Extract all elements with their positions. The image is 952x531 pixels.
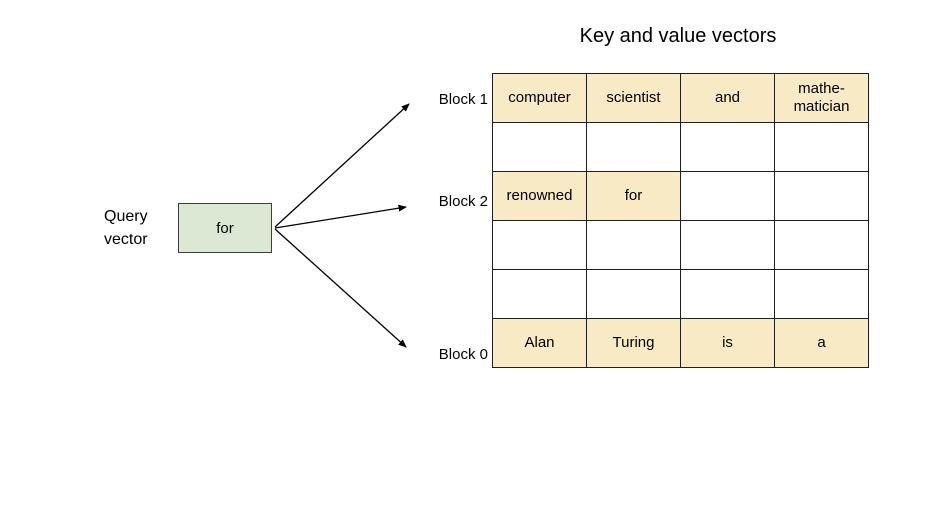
- table-cell: [680, 220, 775, 270]
- table-cell: [774, 220, 869, 270]
- table-cell: Alan: [492, 318, 587, 368]
- table-cell: [680, 171, 775, 221]
- table-cell: [586, 122, 681, 172]
- table-cell: [774, 269, 869, 319]
- arrow-to-block-1: [274, 103, 410, 228]
- table-cell: is: [680, 318, 775, 368]
- table-cell: [586, 269, 681, 319]
- query-token: for: [216, 219, 234, 237]
- table-cell: scientist: [586, 73, 681, 123]
- table-row: [492, 220, 869, 270]
- table-cell: [680, 122, 775, 172]
- diagram-title: Key and value vectors: [579, 25, 777, 47]
- table-row: [492, 122, 869, 172]
- table-cell: mathe- matician: [774, 73, 869, 123]
- table-cell: [586, 220, 681, 270]
- block-2-label: Block 2: [438, 193, 488, 210]
- table-cell: and: [680, 73, 775, 123]
- table-cell: [774, 171, 869, 221]
- table-cell: renowned: [492, 171, 587, 221]
- table-cell: Turing: [586, 318, 681, 368]
- table-cell: [680, 269, 775, 319]
- table-cell: for: [586, 171, 681, 221]
- table-cell: [492, 122, 587, 172]
- table-cell: computer: [492, 73, 587, 123]
- arrow-to-block-0: [274, 228, 407, 348]
- table-cell: [492, 220, 587, 270]
- block-1-label: Block 1: [438, 91, 488, 108]
- table-cell: [774, 122, 869, 172]
- table-row: [492, 269, 869, 319]
- query-vector-box: for: [178, 203, 272, 253]
- arrow-to-block-2: [274, 204, 407, 229]
- block-0-label: Block 0: [438, 346, 488, 363]
- table-cell: [492, 269, 587, 319]
- table-cell: a: [774, 318, 869, 368]
- query-vector-label: Query vector: [104, 208, 148, 248]
